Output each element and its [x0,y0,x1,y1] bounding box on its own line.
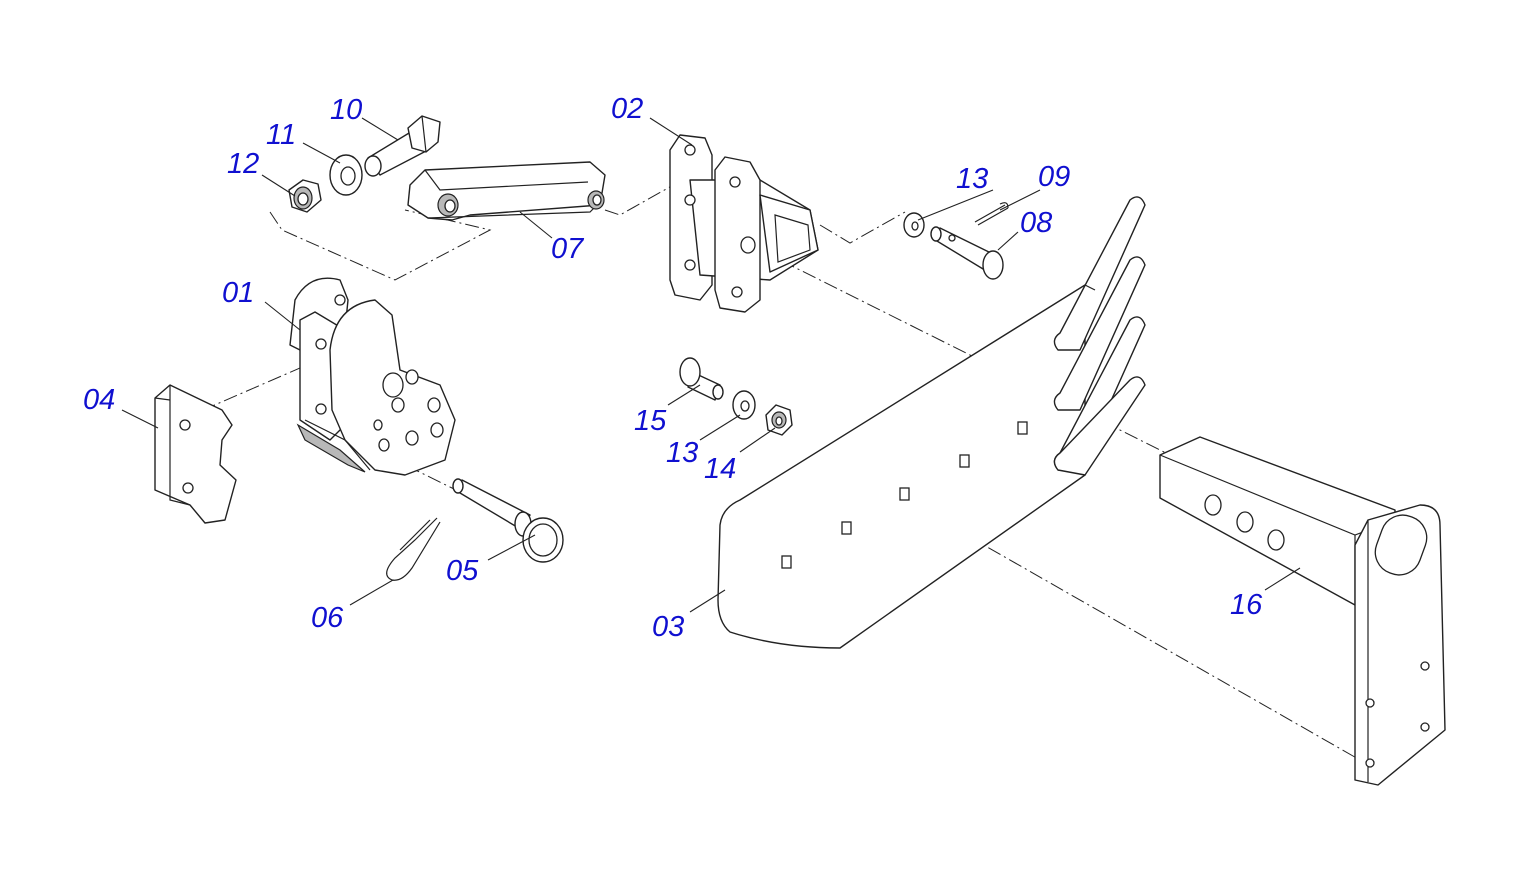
part-04-plate [154,384,237,524]
part-13-washer-upper [903,212,925,238]
part-11-washer [329,154,363,196]
label-11: 11 [266,119,296,151]
label-04: 04 [83,384,115,416]
label-12: 12 [227,148,259,180]
label-07: 07 [551,233,585,265]
part-07-link [407,161,606,221]
label-10: 10 [330,94,362,126]
label-13-lower: 13 [666,437,698,469]
label-02: 02 [611,93,643,125]
label-15: 15 [634,405,667,437]
part-13-washer-lower [732,390,756,420]
label-08: 08 [1020,207,1052,239]
part-15-bolt [679,357,724,401]
part-02-bracket [669,134,819,313]
part-labels: 01 02 03 04 05 06 07 08 09 10 11 12 13 1… [83,93,1263,643]
part-09-cotter-pin [974,202,1009,226]
part-08-clevis-pin [930,226,1004,280]
label-16: 16 [1230,589,1263,621]
label-09: 09 [1038,161,1070,193]
label-01: 01 [222,277,254,309]
part-06-r-clip [386,517,441,581]
part-03-tine-plate [717,196,1146,649]
label-06: 06 [311,602,344,634]
part-01-hook-bracket [289,277,456,476]
part-05-pin [452,478,564,563]
label-05: 05 [446,555,479,587]
label-14: 14 [704,453,736,485]
part-16-mount-bracket [1159,436,1446,786]
part-14-nut [765,404,793,436]
label-03: 03 [652,611,684,643]
leader-lines [121,117,1301,613]
part-12-nut [288,179,322,213]
label-13-upper: 13 [956,163,988,195]
part-10-bolt [364,115,441,177]
